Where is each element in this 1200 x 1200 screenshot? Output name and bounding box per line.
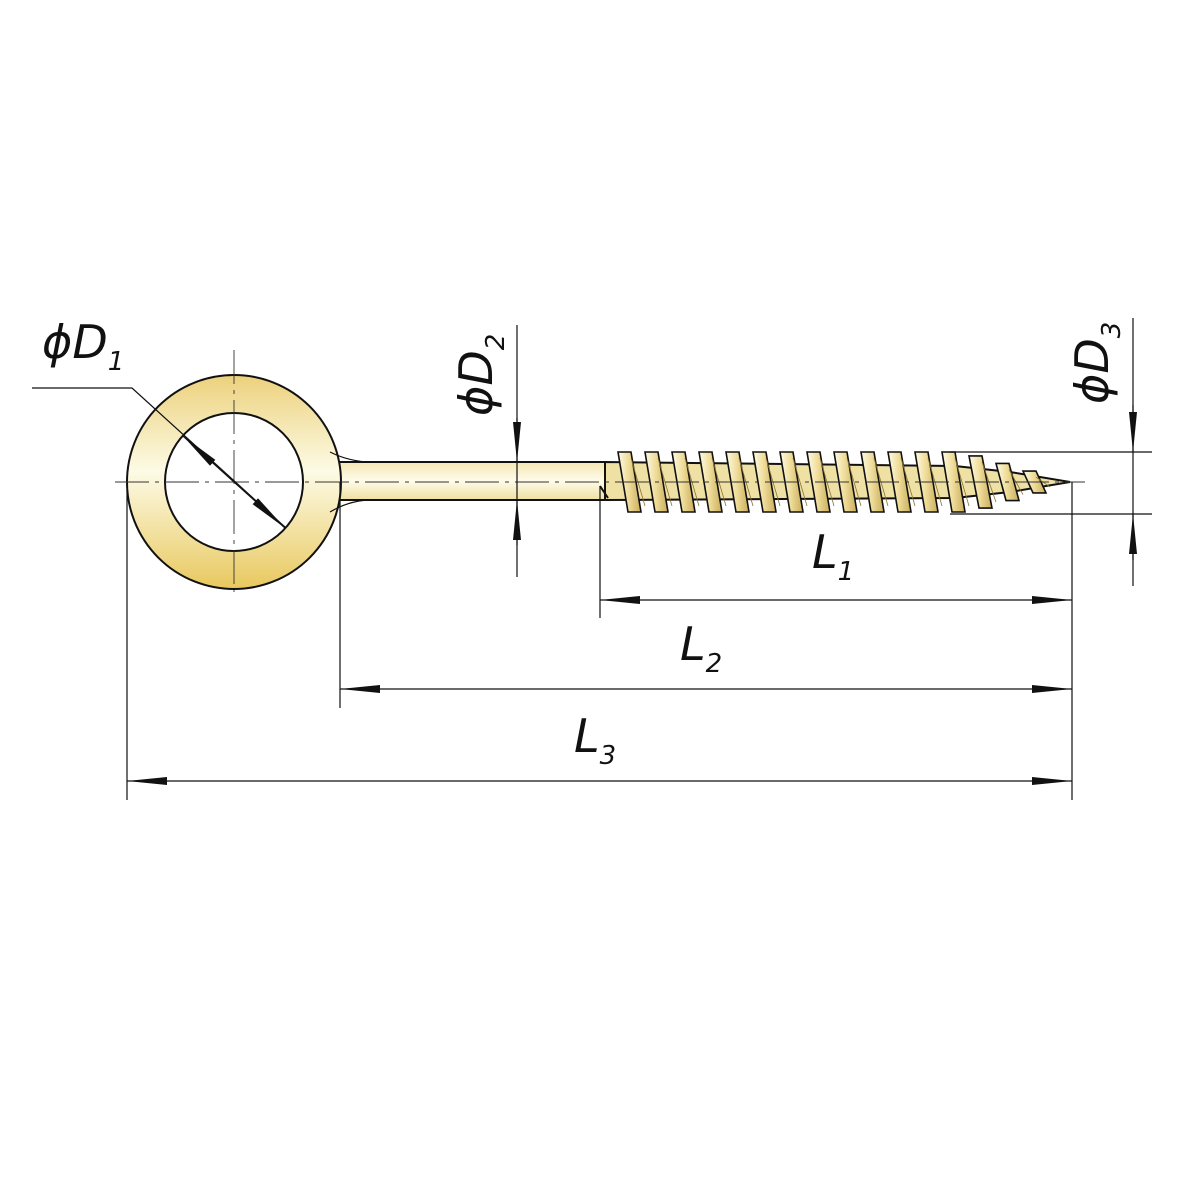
thread-crest — [752, 451, 777, 513]
thread-crest — [698, 451, 723, 513]
l3-label: L3 — [574, 709, 616, 771]
d1-arrow-a — [182, 435, 235, 483]
shank — [335, 461, 606, 502]
dimension-labels: ϕD1 ϕD2 ϕD3 L1 L2 L3 — [42, 315, 1127, 771]
d1-arrow-b — [233, 481, 286, 529]
thread-root — [846, 457, 862, 507]
thread-start — [599, 485, 609, 499]
d2-label: ϕD2 — [449, 334, 511, 416]
l1-label: L1 — [812, 525, 854, 587]
dimension-lines — [127, 405, 1137, 785]
center-lines — [115, 350, 1085, 592]
d1-label: ϕD1 — [42, 315, 124, 377]
d3-label: ϕD3 — [1065, 322, 1127, 404]
thread-crest — [887, 451, 912, 513]
eye-neck — [329, 451, 373, 513]
thread-root — [792, 457, 808, 507]
thread-root — [954, 457, 970, 507]
l2-label: L2 — [680, 617, 722, 679]
